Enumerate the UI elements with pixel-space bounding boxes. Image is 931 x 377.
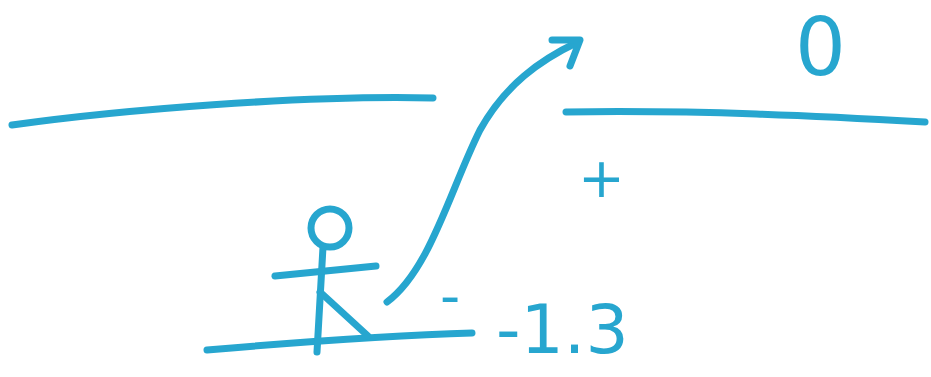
plus-sign: + — [578, 150, 625, 206]
rise-arrow — [387, 42, 578, 302]
ground-line — [207, 333, 472, 350]
figure-arms — [275, 266, 376, 276]
figure-leg — [320, 292, 368, 336]
zero-level-label: 0 — [795, 8, 846, 88]
figure-head — [311, 209, 349, 247]
figure-body — [317, 247, 323, 352]
upper-surface-left — [12, 98, 433, 125]
depth-value: -1.3 — [496, 296, 629, 364]
upper-surface-right — [566, 112, 925, 122]
minus-sign: - — [440, 268, 460, 324]
arrow-head — [552, 40, 580, 66]
